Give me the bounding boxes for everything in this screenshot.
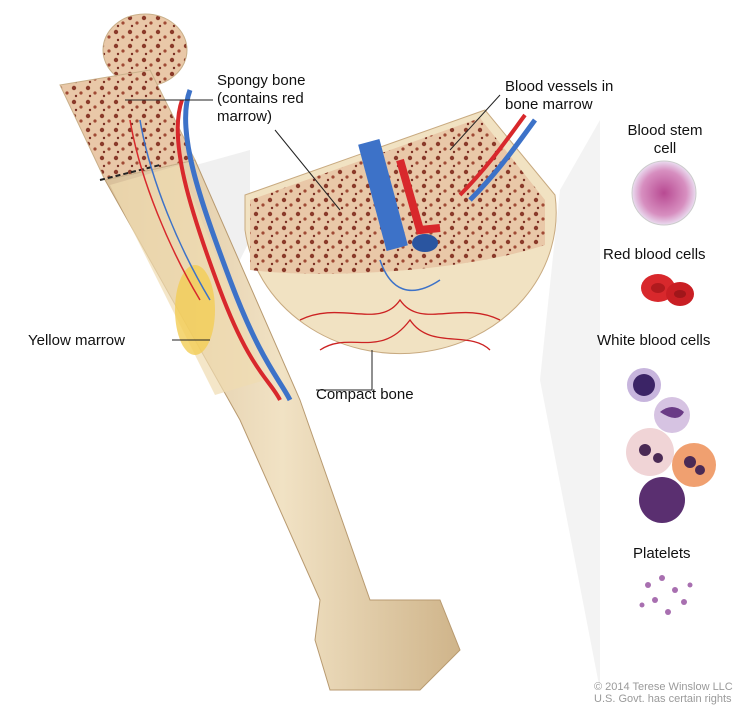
label-white-blood-cells: White blood cells — [597, 332, 711, 349]
label-line: (contains red — [217, 90, 304, 107]
label-compact-bone: Compact bone — [316, 386, 414, 403]
red-blood-cells — [641, 274, 694, 306]
label-blood-stem-cell: Blood stem cell — [620, 122, 710, 158]
copyright-line: © 2014 Terese Winslow LLC — [594, 681, 733, 693]
label-line: marrow) — [217, 108, 272, 125]
label-spongy-bone: Spongy bone (contains red marrow) — [217, 72, 305, 126]
femur — [59, 13, 461, 691]
platelets — [639, 575, 693, 615]
bone-cross-section — [244, 109, 557, 355]
white-blood-cells — [626, 368, 716, 523]
copyright: © 2014 Terese Winslow LLC U.S. Govt. has… — [594, 681, 733, 705]
label-platelets: Platelets — [633, 545, 691, 562]
blood-stem-cell — [631, 160, 697, 226]
leader-lines — [125, 94, 501, 391]
label-line: Blood vessels in — [505, 78, 614, 95]
label-red-blood-cells: Red blood cells — [603, 246, 706, 263]
label-blood-vessels: Blood vessels in bone marrow — [505, 78, 613, 114]
label-line: Blood stem — [627, 122, 703, 139]
yellow-marrow-region — [175, 265, 215, 355]
copyright-line: U.S. Govt. has certain rights — [594, 693, 732, 705]
label-line: cell — [653, 140, 677, 157]
label-yellow-marrow: Yellow marrow — [28, 332, 125, 349]
label-line: Spongy bone — [217, 72, 306, 89]
label-line: bone marrow — [505, 96, 593, 113]
